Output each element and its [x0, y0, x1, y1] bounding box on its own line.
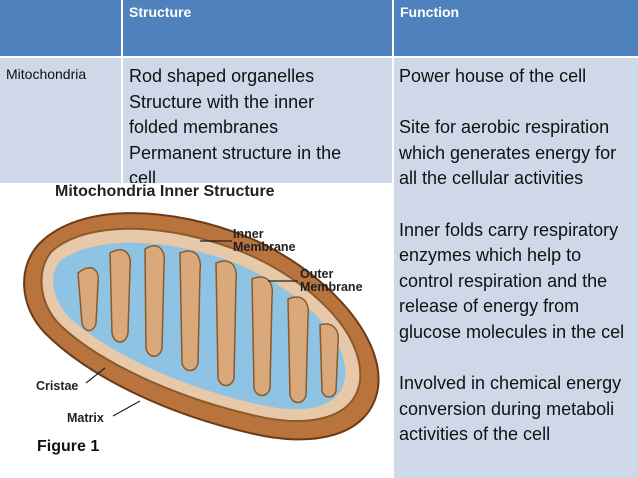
function-line: release of energy from [399, 296, 580, 317]
function-line: which generates energy for [399, 142, 617, 163]
function-paragraph: Site for aerobic respiration which gener… [399, 115, 633, 192]
function-paragraph: Inner folds carry respiratory enzymes wh… [399, 218, 633, 346]
label-pointer-lines [85, 240, 298, 417]
function-line: control respiration and the [399, 270, 608, 291]
label-cristae: Cristae [36, 379, 79, 393]
function-cell: Power house of the cell Site for aerobic… [394, 58, 638, 478]
function-line: Power house of the cell [399, 66, 587, 86]
function-paragraph: Power house of the cell [399, 64, 633, 90]
function-line: all the cellular activities [399, 168, 584, 189]
figure-caption: Figure 1 [37, 438, 100, 455]
function-line: conversion during metaboli [399, 398, 615, 419]
function-line: Site for aerobic respiration [399, 117, 610, 138]
header-cell-function: Function [394, 0, 638, 56]
function-paragraph: Involved in chemical energy conversion d… [399, 371, 633, 448]
function-line: enzymes which help to [399, 245, 582, 266]
function-line: Inner folds carry respiratory [399, 219, 619, 240]
structure-line: Structure with the inner [129, 91, 315, 112]
structure-text: Rod shaped organelles Structure with the… [129, 64, 387, 192]
structure-line: folded membranes [129, 117, 279, 138]
label-inner-membrane: Inner Membrane [233, 228, 296, 254]
function-line: activities of the cell [399, 424, 551, 445]
function-line: glucose molecules in the cel [399, 321, 625, 342]
header-cell-structure: Structure [123, 0, 392, 56]
mitochondria-figure: Mitochondria Inner Structure Inner Membr… [0, 183, 392, 478]
label-line: Outer [300, 267, 334, 281]
label-outer-membrane: Outer Membrane [300, 268, 363, 294]
cristae-folds [77, 245, 340, 404]
header-cell-empty [0, 0, 121, 56]
label-matrix: Matrix [67, 411, 104, 425]
figure-title: Mitochondria Inner Structure [55, 183, 275, 200]
label-line: Inner [233, 227, 264, 241]
label-line: Membrane [300, 280, 363, 294]
structure-line: Rod shaped organelles [129, 66, 315, 86]
mitochondria-illustration [23, 212, 380, 441]
structure-line: Permanent structure in the [129, 142, 342, 163]
label-line: Membrane [233, 240, 296, 254]
function-line: Involved in chemical energy [399, 373, 622, 394]
